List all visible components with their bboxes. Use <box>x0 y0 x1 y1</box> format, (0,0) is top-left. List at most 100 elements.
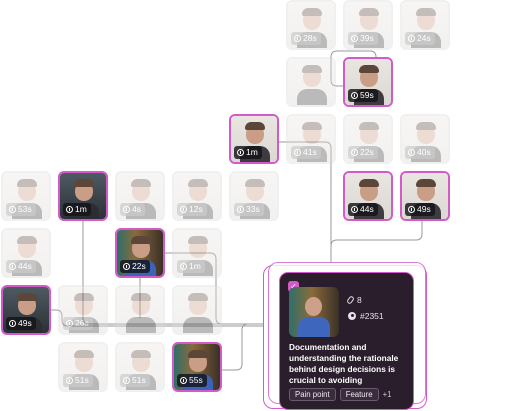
insight-card[interactable]: ✓ 8 #2351 Documentation and understandin… <box>279 272 414 410</box>
connection-line <box>330 219 423 247</box>
video-clip-tile[interactable]: 28s <box>286 0 336 50</box>
clip-duration-value: 28s <box>303 33 317 43</box>
clip-duration-value: 39s <box>360 33 374 43</box>
clip-duration-value: 12s <box>189 204 203 214</box>
video-clip-tile[interactable]: 53s <box>1 171 51 221</box>
clip-duration: 40s <box>405 146 435 159</box>
clip-duration-value: 26s <box>75 318 89 328</box>
clip-duration: 22s <box>120 260 150 273</box>
timer-icon <box>66 206 73 213</box>
timer-icon <box>180 206 187 213</box>
video-clip-tile[interactable]: 59s <box>343 57 393 107</box>
video-clip-tile[interactable]: 4s <box>115 171 165 221</box>
card-video-thumbnail[interactable] <box>289 287 339 337</box>
timer-icon <box>66 377 73 384</box>
video-clip-tile[interactable]: 26s <box>58 285 108 335</box>
clip-duration-value: 22s <box>132 261 146 271</box>
timer-icon <box>294 35 301 42</box>
timer-icon <box>180 377 187 384</box>
video-clip-tile[interactable]: 1m <box>229 114 279 164</box>
timer-icon <box>66 320 73 327</box>
clip-duration-value: 44s <box>18 261 32 271</box>
clip-duration: 33s <box>234 203 264 216</box>
timer-icon <box>351 206 358 213</box>
clip-thumbnail <box>117 287 163 333</box>
timer-icon <box>123 263 130 270</box>
clip-duration: 12s <box>177 203 207 216</box>
timer-icon <box>9 320 16 327</box>
video-clip-tile[interactable]: 39s <box>343 0 393 50</box>
issue-number[interactable]: #2351 <box>360 311 384 321</box>
timer-icon <box>351 149 358 156</box>
paperclip-icon <box>346 295 355 305</box>
clip-duration-value: 24s <box>417 33 431 43</box>
video-clip-tile[interactable]: 55s <box>172 342 222 392</box>
more-tags[interactable]: +1 <box>382 390 392 399</box>
video-clip-tile[interactable]: 51s <box>115 342 165 392</box>
clip-duration-value: 40s <box>417 147 431 157</box>
clip-duration: 59s <box>348 89 378 102</box>
timer-icon <box>123 377 130 384</box>
issue-link[interactable]: #2351 <box>348 311 384 321</box>
video-clip-tile[interactable]: 44s <box>343 171 393 221</box>
video-clip-tile[interactable]: 49s <box>400 171 450 221</box>
clip-duration: 51s <box>120 374 150 387</box>
video-clip-tile[interactable]: 44s <box>1 228 51 278</box>
video-clip-tile[interactable]: 41s <box>286 114 336 164</box>
clip-duration: 4s <box>120 203 145 216</box>
clip-duration-value: 44s <box>360 204 374 214</box>
clip-duration-value: 59s <box>360 90 374 100</box>
clip-duration: 24s <box>405 32 435 45</box>
clip-duration: 44s <box>6 260 36 273</box>
video-clip-tile[interactable]: 1m <box>172 228 222 278</box>
video-clip-tile[interactable] <box>115 285 165 335</box>
timer-icon <box>294 149 301 156</box>
timer-icon <box>351 35 358 42</box>
clip-duration-value: 1m <box>246 147 258 157</box>
video-clip-tile[interactable] <box>286 57 336 107</box>
video-clip-tile[interactable]: 49s <box>1 285 51 335</box>
timer-icon <box>180 263 187 270</box>
clip-duration-value: 51s <box>75 375 89 385</box>
clip-thumbnail <box>345 2 391 48</box>
clip-duration-value: 49s <box>417 204 431 214</box>
video-clip-tile[interactable]: 22s <box>115 228 165 278</box>
video-clip-tile[interactable]: 51s <box>58 342 108 392</box>
clip-thumbnail <box>288 116 334 162</box>
video-clip-tile[interactable] <box>172 285 222 335</box>
checkbox-checked-icon[interactable]: ✓ <box>288 281 299 292</box>
clip-thumbnail <box>345 116 391 162</box>
clip-duration-value: 1m <box>189 261 201 271</box>
clip-duration-value: 4s <box>132 204 141 214</box>
clip-duration: 1m <box>177 260 205 273</box>
clip-duration-value: 33s <box>246 204 260 214</box>
card-meta: 8 #2351 <box>346 295 384 321</box>
video-clip-tile[interactable]: 22s <box>343 114 393 164</box>
connection-line <box>221 323 263 371</box>
github-icon <box>348 312 356 320</box>
video-clip-tile[interactable]: 33s <box>229 171 279 221</box>
timer-icon <box>408 35 415 42</box>
clip-thumbnail <box>288 59 334 105</box>
clip-duration: 49s <box>405 203 435 216</box>
timer-icon <box>351 92 358 99</box>
tag-pain-point[interactable]: Pain point <box>289 388 336 401</box>
timer-icon <box>9 263 16 270</box>
timer-icon <box>9 206 16 213</box>
video-clip-tile[interactable]: 1m <box>58 171 108 221</box>
card-tags: Pain point Feature +1 <box>289 388 391 401</box>
clip-duration: 39s <box>348 32 378 45</box>
attachments-count: 8 <box>346 295 384 305</box>
video-clip-tile[interactable]: 12s <box>172 171 222 221</box>
clip-duration-value: 51s <box>132 375 146 385</box>
video-clip-tile[interactable]: 24s <box>400 0 450 50</box>
clip-duration: 51s <box>63 374 93 387</box>
clip-duration: 1m <box>234 146 262 159</box>
clip-duration: 1m <box>63 203 91 216</box>
video-clip-tile[interactable]: 40s <box>400 114 450 164</box>
tag-feature[interactable]: Feature <box>339 388 379 401</box>
clip-duration: 26s <box>63 317 93 330</box>
timer-icon <box>237 149 244 156</box>
clip-duration-value: 41s <box>303 147 317 157</box>
